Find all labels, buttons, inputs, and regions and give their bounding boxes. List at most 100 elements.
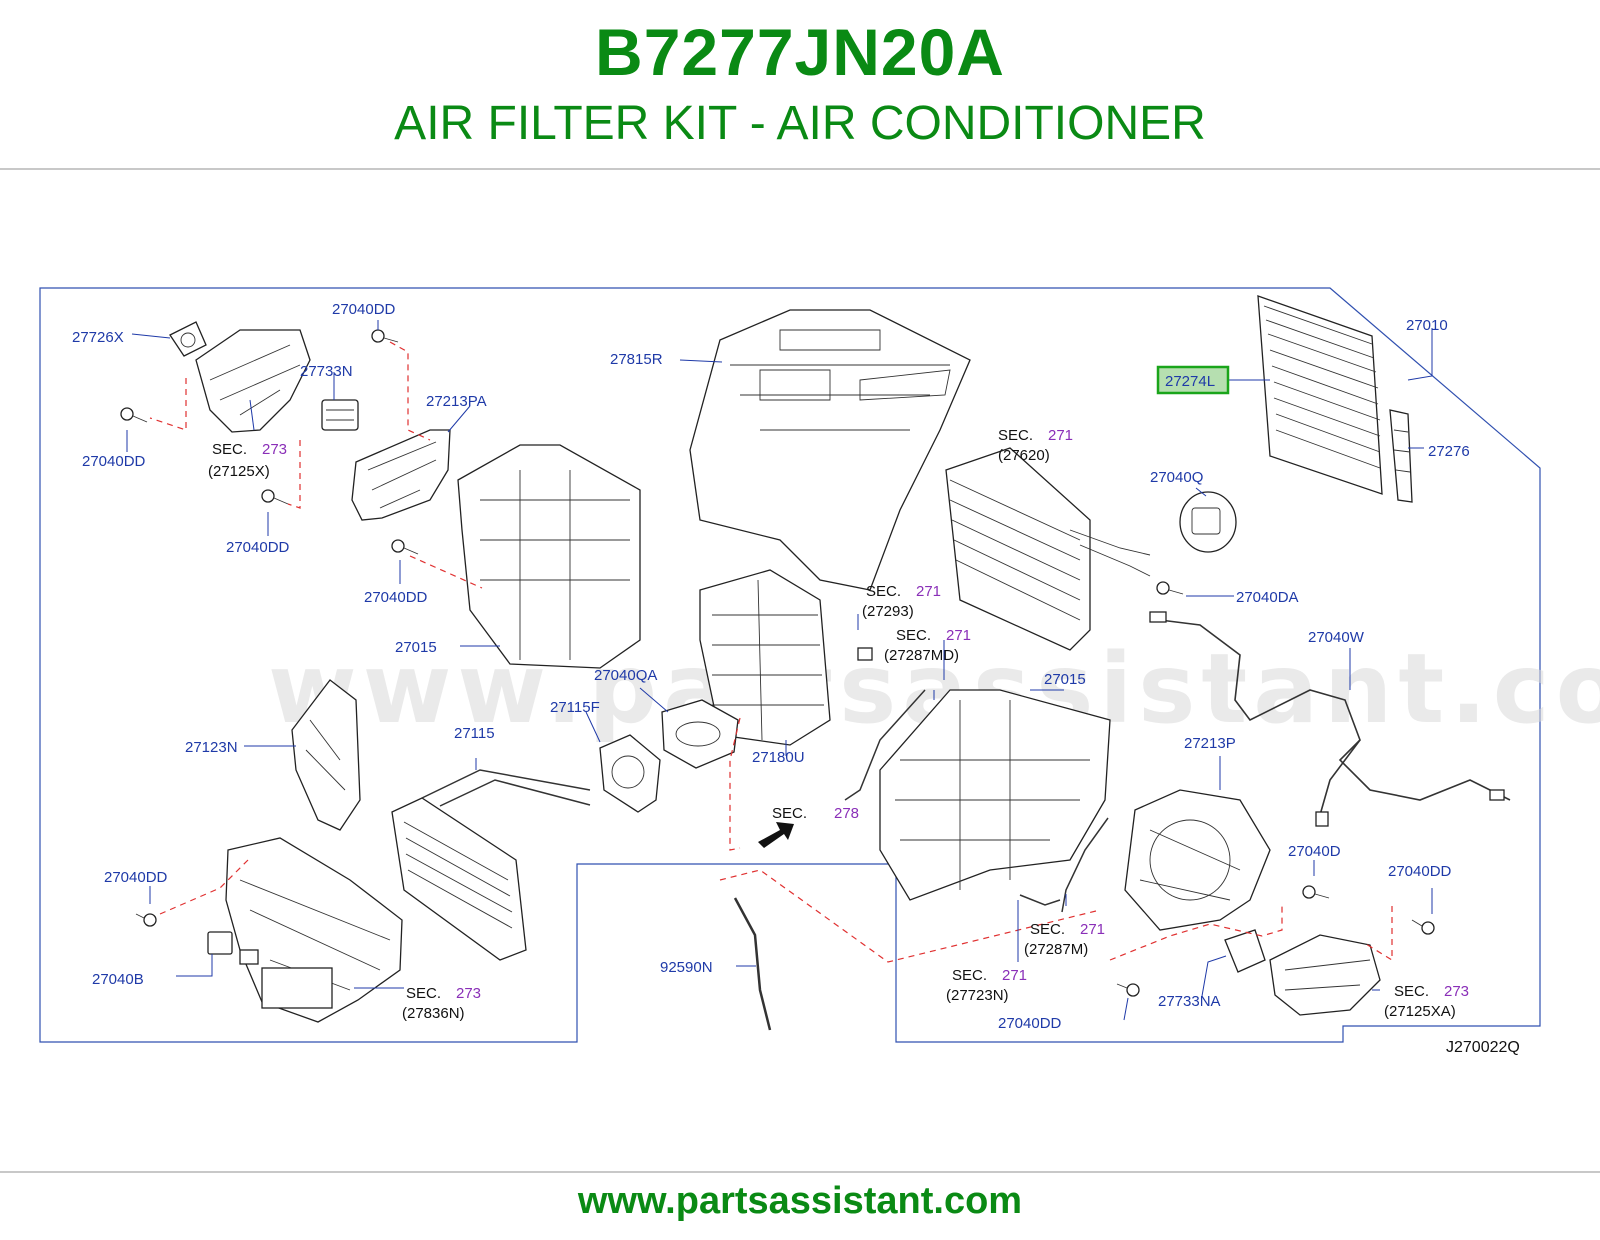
sec-part: (27836N)	[402, 1005, 465, 1022]
sec-number: 271	[916, 583, 941, 600]
label-27040DD[interactable]: 27040DD	[82, 453, 146, 470]
label-27040DD[interactable]: 27040DD	[226, 539, 290, 556]
part-27815R-upper-unit	[689, 309, 971, 591]
label-27213P[interactable]: 27213P	[1184, 735, 1236, 752]
label-27040DD[interactable]: 27040DD	[332, 301, 396, 318]
part-27115-heater-core	[391, 769, 591, 961]
label-27040B[interactable]: 27040B	[92, 971, 144, 988]
label-27276[interactable]: 27276	[1428, 443, 1470, 460]
sec-number: 271	[946, 627, 971, 644]
part-labels: 27726X 27040DD 27733N 27213PA 27815R 270…	[72, 301, 1470, 1032]
sec-number: 271	[1002, 967, 1027, 984]
part-27213P-motor-case	[1124, 789, 1271, 931]
label-27040D[interactable]: 27040D	[1288, 843, 1341, 860]
label-27015[interactable]: 27015	[395, 639, 437, 656]
part-27287-pipes	[844, 647, 1109, 913]
footer-url[interactable]: www.partsassistant.com	[577, 1180, 1023, 1222]
label-27040DD[interactable]: 27040DD	[104, 869, 168, 886]
sec-number: 273	[1444, 983, 1469, 1000]
sec-number: 271	[1080, 921, 1105, 938]
part-27125X-case	[195, 329, 311, 433]
sec-number: 273	[456, 985, 481, 1002]
label-27213PA[interactable]: 27213PA	[426, 393, 487, 410]
header-divider	[0, 168, 1600, 170]
part-27213PA-bracket	[351, 429, 451, 521]
part-27733NA-motor	[1224, 929, 1266, 973]
label-27040DD[interactable]: 27040DD	[364, 589, 428, 606]
label-27115F[interactable]: 27115F	[550, 699, 600, 716]
label-27040QA[interactable]: 27040QA	[594, 667, 657, 684]
part-27015-right-case	[879, 689, 1111, 901]
label-27040Q[interactable]: 27040Q	[1150, 469, 1203, 486]
screw-icon	[135, 913, 157, 927]
label-27040DD[interactable]: 27040DD	[998, 1015, 1062, 1032]
screw-icon	[391, 539, 419, 555]
label-27733NA[interactable]: 27733NA	[1158, 993, 1221, 1010]
label-27040W[interactable]: 27040W	[1308, 629, 1365, 646]
screw-icon	[1302, 885, 1330, 899]
diagram-reference-code: J270022Q	[1446, 1039, 1520, 1056]
label-27015[interactable]: 27015	[1044, 671, 1086, 688]
label-27274L[interactable]: 27274L	[1165, 373, 1215, 390]
label-27010[interactable]: 27010	[1406, 317, 1448, 334]
arrow-icon	[758, 822, 794, 848]
label-27115[interactable]: 27115	[454, 725, 495, 742]
section-ref[interactable]: SEC. 271 (27287M)	[1024, 921, 1105, 958]
part-27015-left-case	[457, 444, 641, 669]
label-27726X[interactable]: 27726X	[72, 329, 124, 346]
sec-part: (27125X)	[208, 463, 270, 480]
footer-divider	[0, 1171, 1600, 1173]
section-ref[interactable]: SEC. 271 (27287MD)	[884, 627, 971, 664]
screw-icon	[1116, 983, 1140, 997]
label-27040DD[interactable]: 27040DD	[1388, 863, 1452, 880]
sec-label: SEC.	[1394, 983, 1429, 1000]
part-27040W-harness	[1149, 611, 1511, 827]
part-27274L-filter[interactable]	[1257, 295, 1383, 495]
section-ref[interactable]: SEC. 273 (27836N)	[402, 985, 481, 1022]
label-27815R[interactable]: 27815R	[610, 351, 663, 368]
section-ref[interactable]: SEC. 271 (27723N)	[946, 967, 1027, 1004]
screw-icon	[261, 489, 289, 505]
sec-part: (27125XA)	[1384, 1003, 1456, 1020]
part-description-title: AIR FILTER KIT - AIR CONDITIONER	[394, 97, 1206, 150]
part-27836N-blower-case	[225, 837, 403, 1023]
label-27180U[interactable]: 27180U	[752, 749, 805, 766]
sec-part: (27287M)	[1024, 941, 1088, 958]
sec-part: (27287MD)	[884, 647, 959, 664]
part-27040B-clip	[207, 931, 259, 965]
label-27733N[interactable]: 27733N	[300, 363, 353, 380]
sec-label: SEC.	[896, 627, 931, 644]
section-ref[interactable]: SEC. 273 (27125X)	[208, 441, 287, 480]
part-27726X-actuator	[169, 321, 207, 357]
section-ref[interactable]: SEC. 271 (27293)	[862, 583, 941, 620]
sec-label: SEC.	[998, 427, 1033, 444]
section-ref[interactable]: SEC. 271 (27620)	[998, 427, 1073, 464]
sec-label: SEC.	[1030, 921, 1065, 938]
label-27123N[interactable]: 27123N	[185, 739, 238, 756]
label-27040DA[interactable]: 27040DA	[1236, 589, 1299, 606]
part-27276-cover	[1389, 409, 1413, 503]
leader-lines	[126, 320, 1433, 1021]
screw-icon	[1411, 919, 1435, 935]
screw-icon	[1156, 581, 1184, 595]
section-ref[interactable]: SEC. 273 (27125XA)	[1384, 983, 1469, 1020]
part-27115F-bracket	[599, 734, 661, 813]
part-number-title: B7277JN20A	[595, 15, 1005, 89]
label-92590N[interactable]: 92590N	[660, 959, 713, 976]
section-ref[interactable]: SEC. 278	[772, 805, 859, 822]
screw-icon	[120, 407, 148, 423]
part-27123N-duct	[291, 679, 361, 831]
part-92590N-hose	[733, 897, 772, 1031]
part-27125XA-case	[1269, 934, 1381, 1016]
sec-label: SEC.	[406, 985, 441, 1002]
screw-icon	[371, 329, 399, 343]
diagram-frame	[39, 287, 1541, 1043]
sec-number: 278	[834, 805, 859, 822]
sec-part: (27723N)	[946, 987, 1009, 1004]
part-27620-evaporator	[945, 447, 1151, 651]
part-27733N-motor	[321, 399, 359, 431]
part-27180U-grille	[699, 569, 831, 746]
sec-label: SEC.	[866, 583, 901, 600]
sec-number: 271	[1048, 427, 1073, 444]
